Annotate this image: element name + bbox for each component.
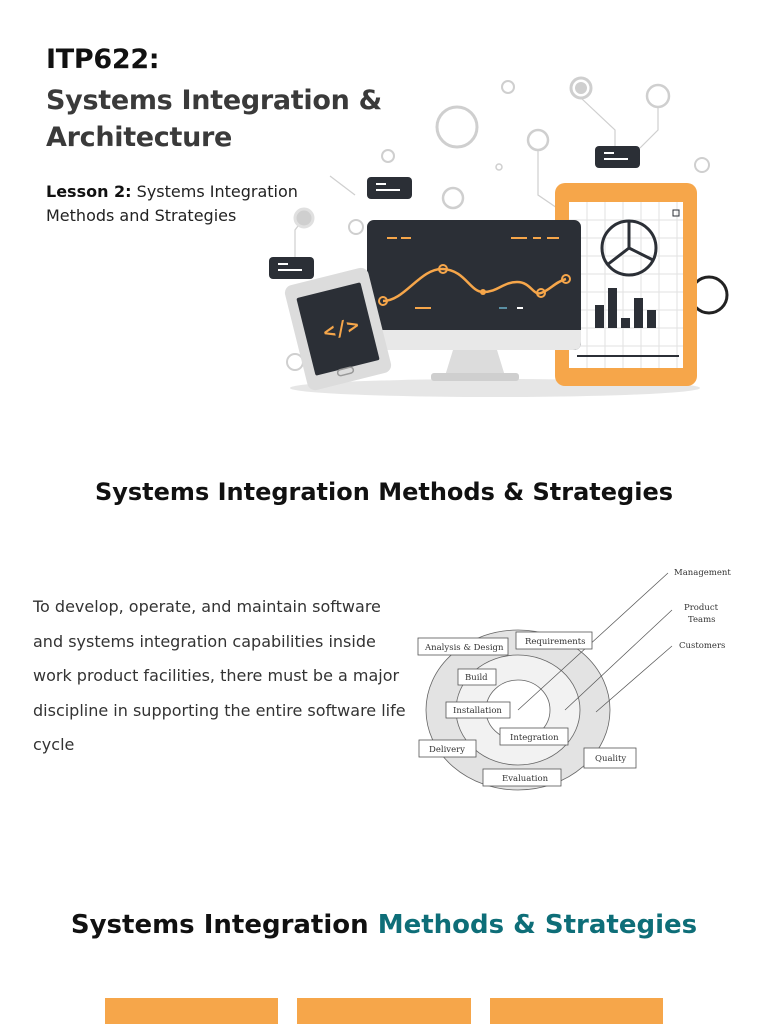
box-installation: Installation — [445, 701, 511, 719]
decor-dot — [575, 82, 587, 94]
section2-title-plain: Systems Integration — [70, 910, 369, 940]
diagram-label-management: Management — [674, 568, 731, 578]
svg-text:Teams: Teams — [688, 615, 716, 625]
orange-card — [297, 998, 471, 1024]
leader-lines — [517, 572, 673, 713]
body-paragraph: To develop, operate, and maintain softwa… — [33, 597, 406, 754]
box-integration: Integration — [499, 727, 569, 746]
svg-text:Management: Management — [674, 568, 731, 578]
svg-text:Installation: Installation — [453, 706, 502, 716]
svg-text:Evaluation: Evaluation — [502, 774, 549, 784]
diagram-label-customers: Customers — [679, 641, 725, 651]
svg-text:Requirements: Requirements — [525, 637, 586, 647]
chat-bubble-icon — [269, 257, 314, 279]
svg-text:Product: Product — [684, 603, 719, 613]
svg-text:Analysis & Design: Analysis & Design — [424, 643, 504, 653]
svg-text:Build: Build — [465, 673, 488, 683]
computer-devices-illustration: </> — [269, 76, 729, 397]
section2-title-highlight: Methods & Strategies — [377, 910, 698, 940]
box-analysis-design: Analysis & Design — [417, 637, 509, 656]
monitor-icon — [367, 220, 581, 381]
lesson-title: Systems Integration Methods and Strategi… — [46, 182, 298, 225]
decor-dot — [293, 207, 315, 229]
box-build: Build — [457, 668, 497, 686]
svg-text:Integration: Integration — [510, 733, 559, 743]
course-title: Systems Integration & Architecture — [46, 85, 382, 153]
phone-code-icon: </> — [284, 267, 392, 391]
tablet-chart-icon — [555, 183, 697, 386]
box-quality: Quality — [583, 747, 637, 769]
chat-bubble-icon — [367, 177, 412, 199]
life-cycle-diagram: Management Product Teams Customers Analy… — [417, 568, 731, 791]
chat-bubble-icon — [595, 146, 640, 168]
course-code: ITP622: — [46, 44, 160, 75]
diagram-label-product-teams: Product Teams — [684, 603, 719, 625]
orange-card — [105, 998, 278, 1024]
orange-card — [490, 998, 663, 1024]
decor-circles — [286, 76, 710, 371]
svg-text:Customers: Customers — [679, 641, 725, 651]
svg-text:Quality: Quality — [595, 754, 626, 764]
section2-title: Systems Integration Methods & Strategies — [0, 910, 768, 940]
box-requirements: Requirements — [515, 631, 593, 650]
lesson-line: Lesson 2: Systems Integration Methods an… — [46, 180, 346, 228]
section-title: Systems Integration Methods & Strategies — [94, 478, 674, 506]
box-evaluation: Evaluation — [482, 768, 562, 787]
lesson-label: Lesson 2: — [46, 182, 132, 201]
svg-text:Delivery: Delivery — [429, 745, 465, 755]
box-delivery: Delivery — [418, 739, 477, 758]
